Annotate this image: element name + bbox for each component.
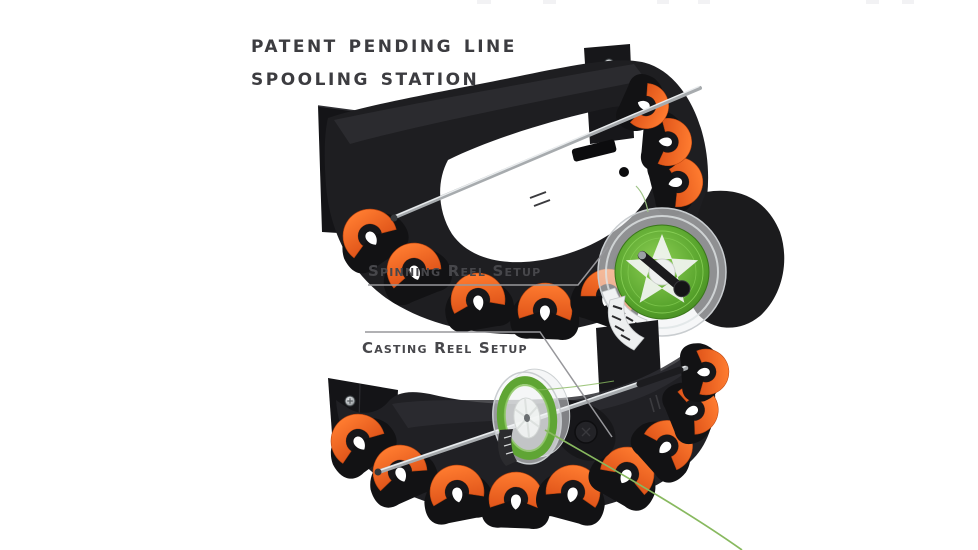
spinning-spool-label-strap	[607, 295, 645, 351]
spinning-unit-emboss-logo	[529, 191, 551, 207]
spinning-unit-slots	[571, 139, 629, 177]
casting-callout-line	[365, 331, 613, 438]
title-line-1: Patent Pending Line	[251, 30, 517, 58]
line-wisp-top-spool	[635, 185, 649, 213]
fishing-line-green-short	[535, 380, 615, 391]
title-line-2: Spooling Station	[251, 63, 480, 91]
spinning-unit-top-face	[334, 64, 646, 144]
casting-unit-emboss	[649, 394, 661, 413]
callout-casting-reel-setup: Casting Reel Setup	[362, 339, 528, 357]
casting-spool-label-tape	[498, 429, 517, 466]
page-title: Patent Pending Line Spooling Station	[251, 28, 517, 94]
screw-icon	[344, 395, 356, 407]
fishing-line-green	[544, 429, 743, 550]
casting-unit-top-face	[392, 350, 698, 428]
spooling-rod-top	[390, 85, 702, 222]
callout-spinning-reel-setup: Spinning Reel Setup	[368, 262, 542, 280]
spinning-line-spool	[597, 207, 727, 337]
spinning-callout-line	[368, 246, 609, 286]
top-edge-crop-artifacts	[477, 0, 914, 4]
spool-axle-pin	[637, 250, 691, 298]
spinning-setup-unit	[317, 44, 785, 342]
